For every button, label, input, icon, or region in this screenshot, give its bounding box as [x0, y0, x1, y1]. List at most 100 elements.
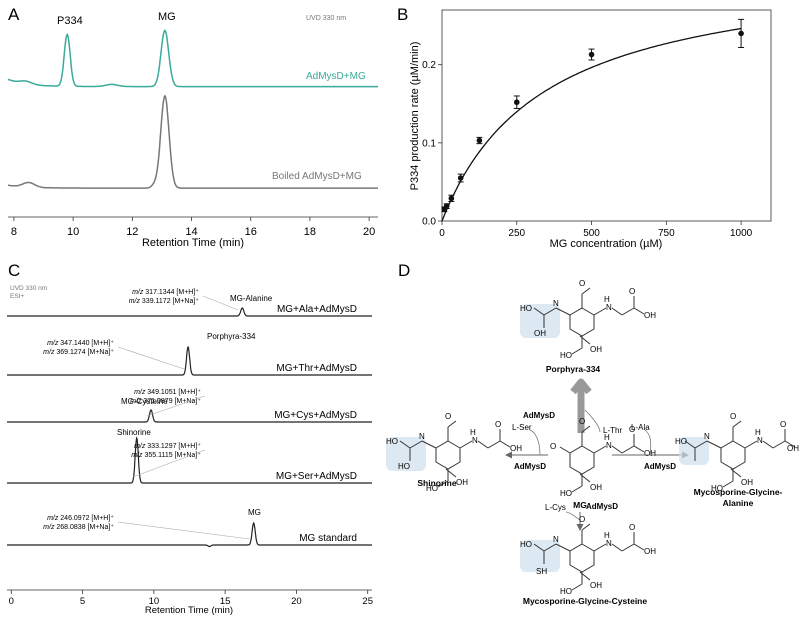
atom-methoxy: O: [730, 412, 736, 421]
peak-label: Porphyra-334: [207, 332, 256, 341]
atom-n: N: [606, 441, 612, 450]
trace-1: [7, 94, 378, 189]
x-tick-label: 15: [220, 596, 231, 607]
atom-h: H: [604, 295, 610, 304]
panel-c-letter: C: [8, 261, 20, 280]
substrate-label-right: L-Ala: [631, 423, 650, 432]
atom-n: N: [553, 299, 559, 308]
x-tick-label: 1000: [730, 228, 753, 239]
peak-label-mg: MG: [158, 11, 176, 23]
atom-oh: OH: [741, 478, 753, 487]
x-tick-label: 5: [80, 596, 85, 607]
ms-annotation: m/z 369.1274 [M+Na]⁺: [43, 349, 114, 356]
atom-ho: HO: [520, 540, 532, 549]
enzyme-label-right: AdMysD: [644, 462, 676, 471]
atom-o: O: [629, 523, 635, 532]
data-point: [441, 206, 448, 213]
peak-label: Shinorine: [117, 428, 151, 437]
leader-line: [117, 521, 250, 540]
ms-annotation: m/z 347.1440 [M+H]⁺: [47, 340, 114, 347]
atom-oh: OH: [590, 345, 602, 354]
compound-label-mga-line2: Alanine: [723, 498, 754, 508]
peak-label: MG-Alanine: [230, 294, 273, 303]
ms-annotation: m/z 371.0879 [M+Na]⁺: [130, 398, 201, 405]
substrate-arrow-left: [529, 429, 541, 456]
atom-oh: OH: [644, 449, 656, 458]
atom-h: H: [755, 428, 761, 437]
leader-line: [132, 449, 206, 478]
enzyme-label-up: AdMysD: [523, 411, 555, 420]
trace-name: MG+Ala+AdMysD: [277, 304, 357, 315]
compound-label-mgc: Mycosporine-Glycine-Cysteine: [523, 596, 648, 606]
panel-d-letter: D: [398, 261, 410, 280]
y-tick-label: 0.2: [422, 60, 436, 71]
atom-h: H: [604, 531, 610, 540]
trace-1: [7, 345, 372, 376]
x-tick-label: 25: [362, 596, 373, 607]
substrate-arrow-up: [584, 409, 601, 433]
atom-h: H: [470, 428, 476, 437]
peak-label-p334: P334: [57, 15, 83, 27]
atom-sh: SH: [536, 567, 547, 576]
y-tick-label: 0.1: [422, 138, 436, 149]
ms-annotation: m/z 339.1172 [M+Na]⁺: [129, 298, 200, 305]
trace-4: [7, 521, 372, 548]
atom-methoxy: O: [445, 412, 451, 421]
panel-b-y-axis-label: P334 production rate (µM/min): [409, 42, 421, 191]
ms-annotation: m/z 349.1051 [M+H]⁺: [134, 389, 201, 396]
peak-label: MG: [248, 508, 261, 517]
atom-oh: OH: [456, 478, 468, 487]
atom-ho: HO: [675, 437, 687, 446]
atom-ho: HO: [711, 484, 723, 493]
series-label-admysd-mg: AdMysD+MG: [306, 71, 366, 82]
substrate-label-left: L-Ser: [512, 423, 532, 432]
x-tick-label: 750: [658, 228, 675, 239]
compound-label-mga-line1: Mycosporine-Glycine-: [694, 487, 783, 497]
panel-b-letter: B: [397, 5, 408, 24]
substrate-label-down: L-Cys: [545, 503, 566, 512]
trace-3: [7, 436, 372, 484]
enzyme-label-left: AdMysD: [514, 462, 546, 471]
data-point: [588, 51, 595, 58]
atom-ho: HO: [560, 587, 572, 596]
atom-n: N: [704, 432, 710, 441]
x-tick-label: 12: [126, 226, 138, 238]
trace-name: MG standard: [299, 533, 357, 544]
substrate-arrow-down: [565, 511, 581, 521]
x-tick-label: 250: [508, 228, 525, 239]
atom-o: O: [629, 287, 635, 296]
atom-n: N: [553, 535, 559, 544]
ms-annotation: m/z 268.0838 [M+Na]⁺: [43, 524, 114, 531]
atom-n: N: [419, 432, 425, 441]
atom-ho: HO: [398, 462, 410, 471]
x-tick-label: 10: [149, 596, 160, 607]
data-point: [476, 137, 483, 144]
peak-label: MG-Cysteine: [121, 397, 168, 406]
atom-methoxy: O: [579, 279, 585, 288]
atom-oh: OH: [787, 444, 799, 453]
substrate-arrow-right: [644, 429, 652, 456]
x-tick-label: 10: [67, 226, 79, 238]
compound-label-porphyra-334: Porphyra-334: [546, 364, 601, 374]
atom-ho: HO: [560, 351, 572, 360]
panel-a-x-axis-label: Retention Time (min): [142, 237, 244, 249]
atom-ho: HO: [386, 437, 398, 446]
atom-oh: OH: [590, 483, 602, 492]
leader-line: [202, 295, 239, 311]
x-tick-label: 18: [304, 226, 316, 238]
leader-line: [117, 346, 185, 370]
panel-a-annotation: UVD 330 nm: [306, 15, 346, 22]
x-tick-label: 14: [185, 226, 197, 238]
michaelis-menten-fit-curve: [441, 27, 742, 222]
x-tick-label: 16: [245, 226, 257, 238]
trace-name: MG+Cys+AdMysD: [274, 410, 357, 421]
atom-oh: OH: [644, 547, 656, 556]
panel-b-data-points: [441, 18, 745, 213]
